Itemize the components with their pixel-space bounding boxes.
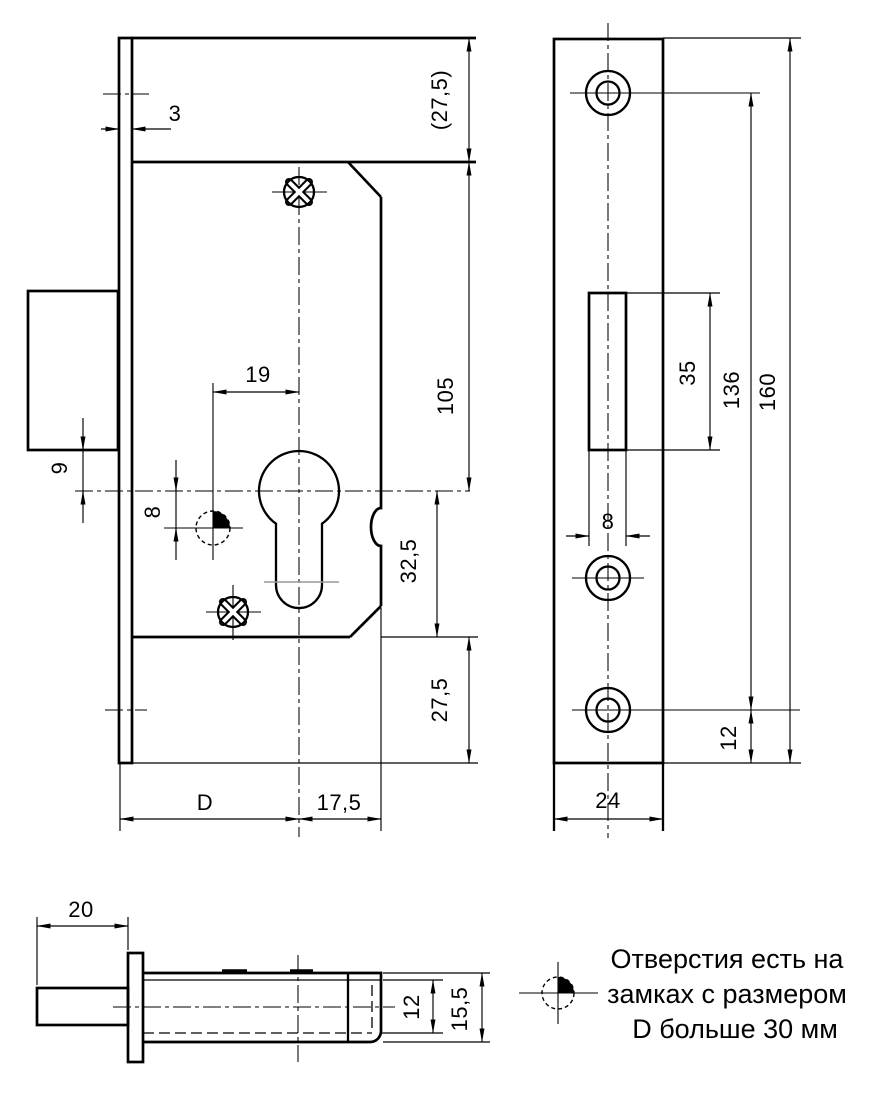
- legend-note: Отверстия есть на замках с размером D бо…: [607, 944, 847, 1044]
- dim-label: 12: [716, 725, 741, 750]
- legend: Отверстия есть на замках с размером D бо…: [519, 944, 847, 1044]
- hole-quarter-fill-icon: [213, 511, 230, 528]
- dim-label: 3: [169, 101, 182, 126]
- screw-cross-slot: [221, 600, 245, 624]
- screw-cross-slot: [287, 180, 311, 204]
- side-view: 20 12 15,5: [35, 897, 490, 1064]
- screw-hole-inner-icon: [595, 565, 621, 591]
- body-right-edge-with-notch: [369, 197, 383, 606]
- faceplate-view: 35 136 160 12 8 24: [552, 23, 801, 838]
- bolt-slot: [587, 291, 628, 452]
- keyhole-profile: [257, 449, 341, 610]
- faceplate-screw-holes: [570, 69, 800, 734]
- dim-label: 17,5: [317, 790, 362, 815]
- front-view: 3 (27,5) 105 32,5 27,5 19 8 9 D 17,5: [26, 36, 478, 837]
- bottom-screw: [206, 585, 261, 640]
- hole-quarter-fill-icon: [558, 977, 574, 993]
- dim-label: 20: [68, 897, 93, 922]
- legend-hole-symbol: [519, 962, 598, 1024]
- dim-label: 105: [433, 377, 458, 415]
- dim-label: D: [197, 790, 213, 815]
- front-dimension-labels: 3 (27,5) 105 32,5 27,5 19 8 9 D 17,5: [47, 70, 458, 815]
- faceplate-extension-lines: [588, 37, 801, 764]
- screw-hole-inner-icon: [595, 80, 621, 106]
- screw-hole-outer-icon: [584, 554, 632, 602]
- deadbolt-side: [35, 986, 130, 1027]
- screw-head-icon: [282, 175, 316, 209]
- legend-line-3: D больше 30 мм: [632, 1014, 838, 1044]
- top-screw: [272, 175, 327, 209]
- body-side-outline: [143, 971, 383, 1044]
- legend-line-2: замках с размером: [607, 979, 847, 1009]
- front-extension-lines: [82, 418, 478, 831]
- dim-label: 24: [595, 788, 620, 813]
- dim-label: (27,5): [427, 70, 452, 130]
- faceplate-dimension-labels: 35 136 160 12 8 24: [595, 360, 780, 813]
- screw-hole-outer-icon: [584, 686, 632, 734]
- front-centerlines: [75, 93, 470, 837]
- legend-line-1: Отверстия есть на: [611, 944, 845, 974]
- screw-hole-outer-icon: [584, 69, 632, 117]
- dim-label: 35: [675, 360, 700, 385]
- dim-label: 19: [245, 362, 270, 387]
- front-outline: [26, 36, 476, 765]
- screw-head-icon: [216, 595, 250, 629]
- deadbolt-front: [26, 289, 120, 452]
- side-dimensions: [36, 923, 485, 1043]
- dim-label: 136: [719, 371, 744, 409]
- dim-label: 12: [399, 994, 424, 1019]
- euro-cylinder-keyhole: [257, 449, 341, 610]
- screw-hole-inner-icon: [595, 697, 621, 723]
- dim-label: 8: [140, 506, 165, 519]
- faceplate-edge-strip: [117, 36, 134, 765]
- faceplate-outline: [552, 37, 665, 765]
- faceplate-dimensions: [553, 37, 793, 822]
- dim-label: 8: [602, 509, 615, 534]
- dim-label: 32,5: [396, 539, 421, 584]
- side-dimension-labels: 20 12 15,5: [68, 897, 472, 1031]
- front-dimensions: [80, 37, 472, 822]
- top-chamfer: [347, 161, 382, 198]
- dim-label: 9: [47, 462, 72, 475]
- bottom-chamfer: [349, 605, 382, 638]
- dim-label: 15,5: [447, 987, 472, 1032]
- dim-label: 27,5: [427, 678, 452, 723]
- dim-label: 160: [755, 373, 780, 411]
